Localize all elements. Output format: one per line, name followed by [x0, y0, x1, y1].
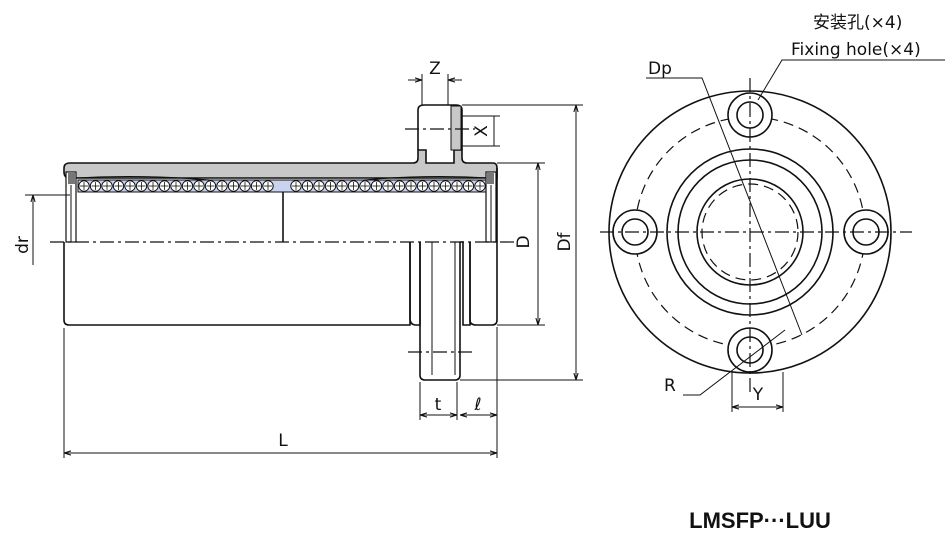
fixing-hole-leader [757, 59, 945, 101]
outer-shell-section [63, 149, 498, 179]
flange-top-section [417, 104, 463, 150]
ball [382, 180, 394, 192]
dim-y-label: Y [752, 385, 764, 405]
model-title: LMSFP···LUU [689, 508, 831, 533]
ball [170, 180, 182, 192]
ball [216, 180, 228, 192]
ball [451, 180, 463, 192]
dim-t-label: t [435, 395, 442, 415]
dp-label: Dp [648, 59, 672, 79]
ball [193, 180, 205, 192]
r-label: R [664, 376, 676, 396]
body-lower [63, 242, 411, 326]
ball [416, 180, 429, 192]
ball [147, 180, 159, 192]
ball-row [78, 180, 486, 192]
ball [250, 180, 263, 192]
dim-z-label: Z [429, 59, 441, 79]
side-dimensions: Z X D Df dr t ℓ L [13, 59, 583, 458]
ball [227, 180, 240, 192]
ball [181, 180, 194, 192]
ball [347, 180, 360, 192]
ball [439, 180, 452, 192]
ball [428, 180, 440, 192]
dim-dr-label: dr [13, 236, 33, 254]
front-view: Dp R 安装孔(×4) Fixing hole(×4) Y [600, 13, 945, 412]
ball [112, 180, 125, 192]
ball [474, 180, 486, 192]
dim-d-label: D [514, 235, 534, 248]
fixing-hole [843, 209, 889, 255]
dim-df-label: Df [555, 231, 575, 251]
ball [135, 180, 148, 192]
ball [239, 180, 251, 192]
ball [101, 180, 113, 192]
ball [370, 180, 383, 192]
ball [290, 180, 302, 192]
ball [301, 180, 314, 192]
r-leader [683, 329, 786, 396]
fixing-hole-label-cn: 安装孔(×4) [813, 13, 902, 33]
ball [89, 180, 102, 192]
dim-l-label: L [278, 431, 288, 451]
ball [262, 180, 274, 192]
ball [393, 180, 406, 192]
dp-leader [646, 77, 803, 336]
ball [336, 180, 348, 192]
ball [462, 180, 475, 192]
ball [124, 180, 136, 192]
ball [359, 180, 371, 192]
ball [204, 180, 217, 192]
dim-l-small-label: ℓ [473, 395, 481, 415]
ball [405, 180, 417, 192]
ball [324, 180, 337, 192]
dim-x-label: X [472, 125, 492, 137]
fixing-hole-label-en: Fixing hole(×4) [791, 40, 921, 60]
ball [78, 180, 90, 192]
ball [313, 180, 325, 192]
side-view [50, 104, 515, 381]
ball [158, 180, 171, 192]
